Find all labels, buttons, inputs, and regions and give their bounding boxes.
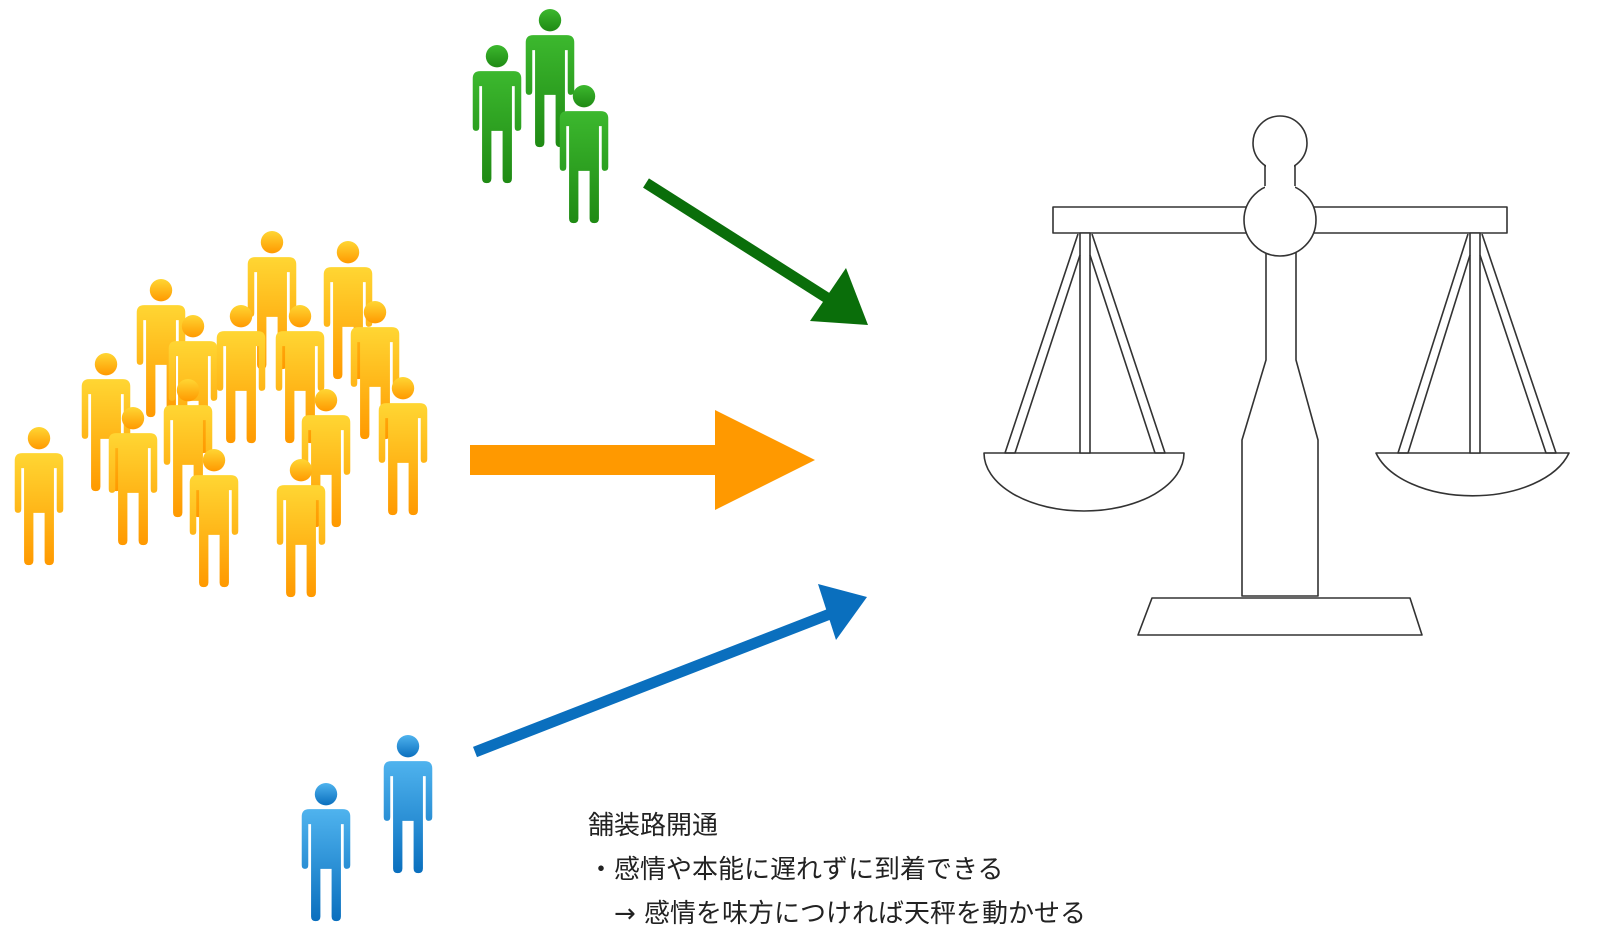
person-icon: [301, 783, 351, 922]
caption-title: 舗装路開通: [588, 811, 719, 841]
blue-arrow: [473, 584, 867, 758]
scale-knob: [1252, 115, 1308, 171]
scale-hub: [1243, 183, 1317, 257]
green-arrow: [643, 178, 868, 325]
right-pan: [1375, 232, 1570, 497]
arrows: [470, 178, 868, 758]
balance-scale-icon: [983, 115, 1570, 636]
caption-block: 舗装路開通 ・感情や本能に遅れずに到着できる → 感情を味方につければ天秤を動か…: [588, 804, 1086, 936]
person-icon: [14, 427, 64, 566]
person-icon: [472, 45, 522, 184]
green-group: [472, 9, 609, 224]
person-icon: [525, 9, 575, 148]
left-pan: [983, 232, 1185, 512]
caption-line-1: ・感情や本能に遅れずに到着できる: [588, 855, 1004, 885]
scale-pillar: [1241, 239, 1319, 597]
blue-group: [301, 735, 433, 922]
scale-base: [1137, 597, 1423, 636]
orange-arrow: [470, 410, 815, 510]
person-icon: [383, 735, 433, 874]
majority-crowd: [14, 231, 428, 598]
person-icon: [559, 85, 609, 224]
caption-line-2: → 感情を味方につければ天秤を動かせる: [588, 899, 1087, 929]
